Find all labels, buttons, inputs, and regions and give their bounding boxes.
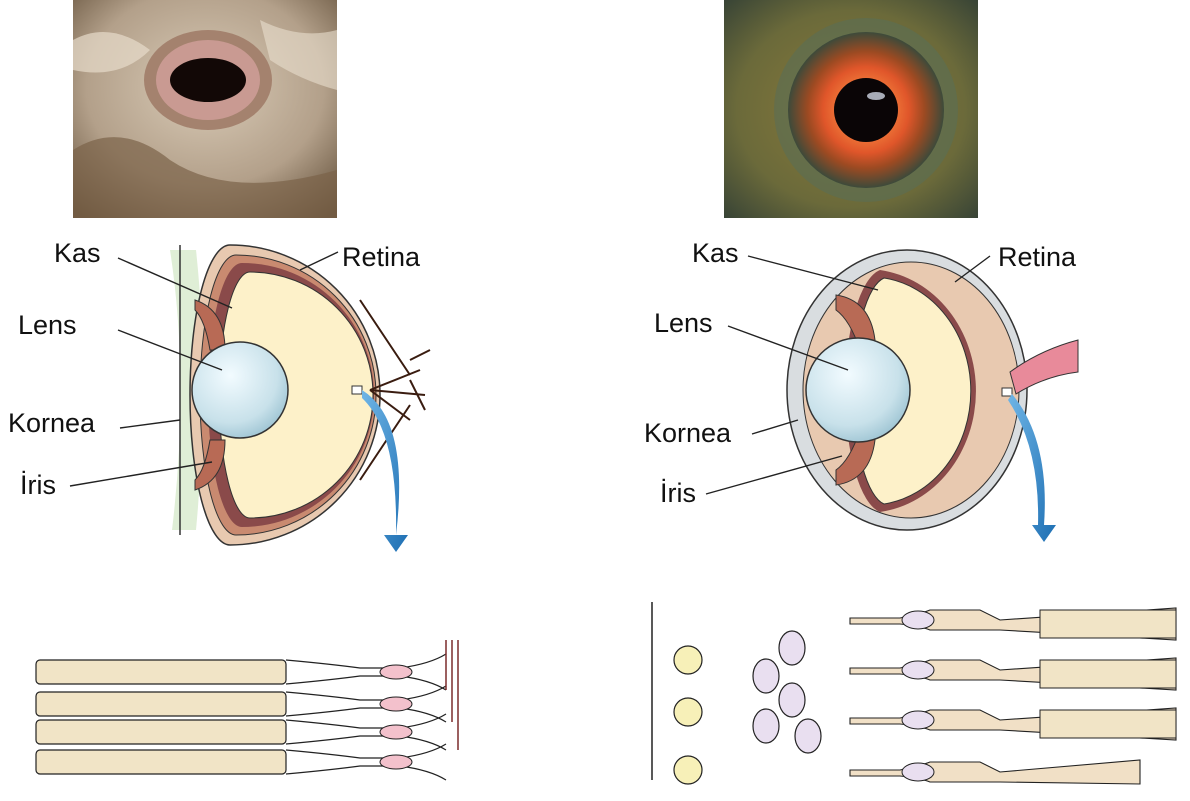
right-retina-layers xyxy=(652,602,1176,784)
left-label-kornea: Kornea xyxy=(8,410,95,437)
right-label-kornea: Kornea xyxy=(644,420,731,447)
right-eye-photo xyxy=(724,0,978,218)
ganglion-cells xyxy=(674,646,702,784)
left-rod-2 xyxy=(36,686,446,722)
right-eye-diagram xyxy=(787,250,1078,542)
cone-row-1 xyxy=(850,608,1176,640)
cone-row-4 xyxy=(850,760,1140,784)
left-label-lens: Lens xyxy=(18,312,77,339)
left-rod-4 xyxy=(36,744,446,780)
cone-row-2 xyxy=(850,658,1176,690)
right-label-kas: Kas xyxy=(692,240,739,267)
left-rod-3 xyxy=(36,714,446,750)
left-label-kas: Kas xyxy=(54,240,101,267)
left-label-iris: İris xyxy=(20,472,56,499)
left-eye-photo xyxy=(73,0,337,218)
right-label-iris: İris xyxy=(660,480,696,507)
cone-row-3 xyxy=(850,708,1176,740)
right-label-retina: Retina xyxy=(998,244,1076,271)
bipolar-cells xyxy=(753,631,821,753)
left-label-retina: Retina xyxy=(342,244,420,271)
left-eye-diagram xyxy=(170,245,430,552)
left-rod-1 xyxy=(36,654,446,690)
left-photoreceptors xyxy=(36,640,458,780)
right-label-lens: Lens xyxy=(654,310,713,337)
